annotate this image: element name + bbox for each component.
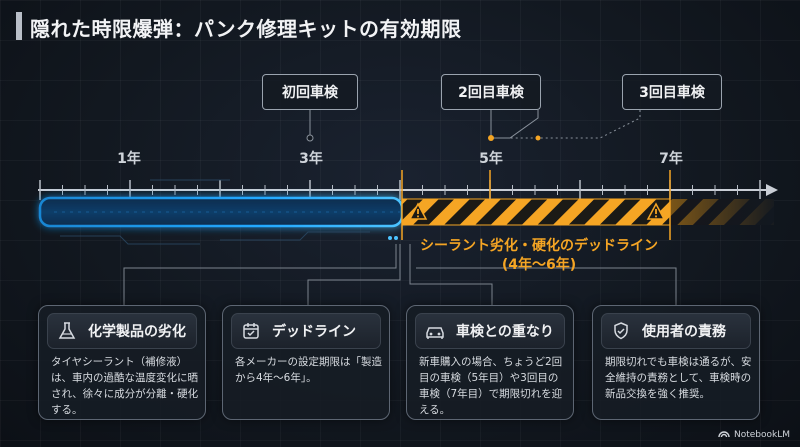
page-title: 隠れた時限爆弾：パンク修理キットの有効期限 — [30, 17, 462, 41]
card-body: 期限切れでも車検は通るが、安全維持の責務として、車検時の新品交換を強く推奨。 — [605, 356, 752, 400]
callout-label: 3回目車検 — [639, 85, 705, 101]
card-deadline: デッドライン 各メーカーの設定期限は「製造から4年〜6年」。 — [222, 305, 390, 420]
glow-dot — [388, 236, 392, 240]
title-accent-bar — [16, 12, 22, 40]
connector-dot — [306, 134, 314, 142]
brand-name: NotebookLM — [733, 429, 790, 440]
year-label: 3年 — [299, 151, 323, 167]
card-inspection-overlap: 車検との重なり 新車購入の場合、ちょうど2回目の車検（5年目）や3回目の車検（7… — [406, 305, 574, 420]
card-user-responsibility: 使用者の責務 期限切れでも車検は通るが、安全維持の責務として、車検時の新品交換を… — [592, 305, 760, 420]
connector-dot — [535, 135, 541, 141]
deadline-title: シーラント劣化・硬化のデッドライン — [420, 238, 658, 254]
card-header: 車検との重なり — [415, 313, 565, 349]
callout-connectors — [309, 110, 641, 139]
callout-third-inspection: 3回目車検 — [622, 74, 722, 110]
axis-arrow — [766, 184, 778, 196]
brand-watermark: NotebookLM — [718, 428, 790, 441]
callout-second-inspection: 2回目車検 — [441, 74, 541, 110]
card-body: 新車購入の場合、ちょうど2回目の車検（5年目）や3回目の車検（7年目）で期限切れ… — [419, 356, 563, 416]
card-title: 化学製品の劣化 — [88, 324, 186, 340]
car-icon — [424, 320, 446, 342]
card-title: 使用者の責務 — [642, 324, 726, 340]
callout-label: 2回目車検 — [458, 85, 524, 101]
connector-dot — [488, 135, 494, 141]
year-label: 1年 — [117, 151, 141, 167]
deadline-caption: シーラント劣化・硬化のデッドライン (4年〜6年) — [404, 237, 674, 275]
deadline-range: (4年〜6年) — [501, 257, 577, 273]
notebook-logo-icon — [718, 428, 730, 441]
calendar-check-icon — [240, 320, 262, 342]
card-body: タイヤシーラント（補修液）は、車内の過酷な温度変化に晒され、徐々に成分が分離・硬… — [51, 356, 199, 416]
card-title: 車検との重なり — [456, 324, 554, 340]
circuit-decoration — [60, 179, 370, 245]
callout-first-inspection: 初回車検 — [262, 74, 358, 110]
card-header: デッドライン — [231, 313, 381, 349]
card-connectors — [123, 244, 677, 305]
warning-icon — [646, 202, 666, 220]
warning-icon — [408, 202, 428, 220]
card-header: 使用者の責務 — [601, 313, 751, 349]
safe-period-bar — [38, 196, 404, 228]
deadline-hazard-bar — [401, 198, 774, 226]
card-title: デッドライン — [272, 324, 356, 340]
year-label: 7年 — [659, 151, 683, 167]
shield-check-icon — [610, 320, 632, 342]
card-header: 化学製品の劣化 — [47, 313, 197, 349]
card-body: 各メーカーの設定期限は「製造から4年〜6年」。 — [235, 356, 382, 384]
card-chemical-degradation: 化学製品の劣化 タイヤシーラント（補修液）は、車内の過酷な温度変化に晒され、徐々… — [38, 305, 206, 420]
callout-label: 初回車検 — [282, 85, 338, 101]
flask-icon — [56, 320, 78, 342]
glow-dot — [394, 236, 398, 240]
year-label: 5年 — [479, 151, 503, 167]
